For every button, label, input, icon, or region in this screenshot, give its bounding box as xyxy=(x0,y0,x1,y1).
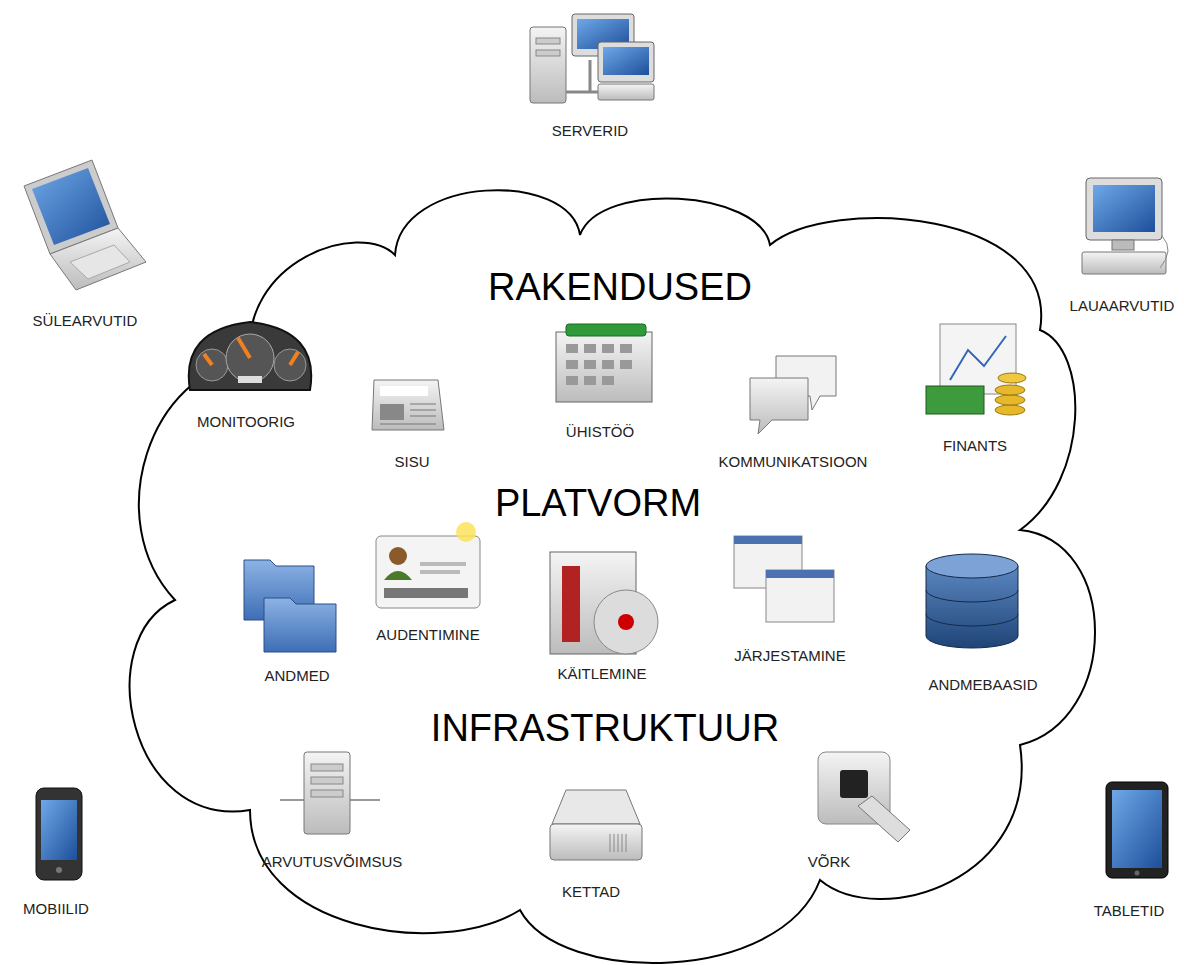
icon-label: LAUAARVUTID xyxy=(1070,297,1175,314)
newspaper-icon xyxy=(372,380,444,430)
server-tower-icon xyxy=(280,752,380,834)
finance-chart-money-icon xyxy=(926,324,1026,415)
icon-label: ÜHISTÖÖ xyxy=(566,423,634,440)
layer-heading: RAKENDUSED xyxy=(488,266,752,309)
icon-label: ANDMEBAASID xyxy=(928,676,1037,693)
icon-label: VÕRK xyxy=(808,853,851,870)
database-icon xyxy=(926,554,1018,648)
icon-label: KOMMUNIKATSIOON xyxy=(719,453,868,470)
icon-label: KÄITLEMINE xyxy=(557,665,646,682)
desktop-icon xyxy=(1082,178,1168,274)
icon-label: JÄRJESTAMINE xyxy=(734,647,845,664)
icon-label: SERVERID xyxy=(552,122,628,139)
network-jack-icon xyxy=(818,752,910,842)
package-disc-icon xyxy=(550,552,658,654)
layer-heading: INFRASTRUKTUUR xyxy=(431,707,779,750)
tablet-icon xyxy=(1106,782,1168,878)
speech-bubbles-icon xyxy=(750,356,836,434)
icon-label: MOBIILID xyxy=(23,900,89,917)
icon-label: ARVUTUSVÕIMSUS xyxy=(262,853,403,870)
mobile-icon xyxy=(36,788,82,880)
servers-icon xyxy=(530,14,654,103)
hard-disk-icon xyxy=(550,790,642,860)
windows-icon xyxy=(734,536,834,622)
layer-heading: PLATVORM xyxy=(495,482,701,525)
icon-label: MONITOORIG xyxy=(197,413,295,430)
icon-label: FINANTS xyxy=(943,437,1007,454)
icon-label: KETTAD xyxy=(562,883,620,900)
icon-label: ANDMED xyxy=(264,667,329,684)
folders-icon xyxy=(244,560,336,652)
icon-label: TABLETID xyxy=(1094,902,1165,919)
icon-label: AUDENTIMINE xyxy=(376,626,479,643)
id-card-icon xyxy=(376,522,480,608)
icon-label: SISU xyxy=(394,453,429,470)
icon-label: SÜLEARVUTID xyxy=(33,312,138,329)
laptop-icon xyxy=(24,160,146,290)
dashboard-gauge-icon xyxy=(189,322,312,390)
calendar-icon xyxy=(556,324,652,402)
